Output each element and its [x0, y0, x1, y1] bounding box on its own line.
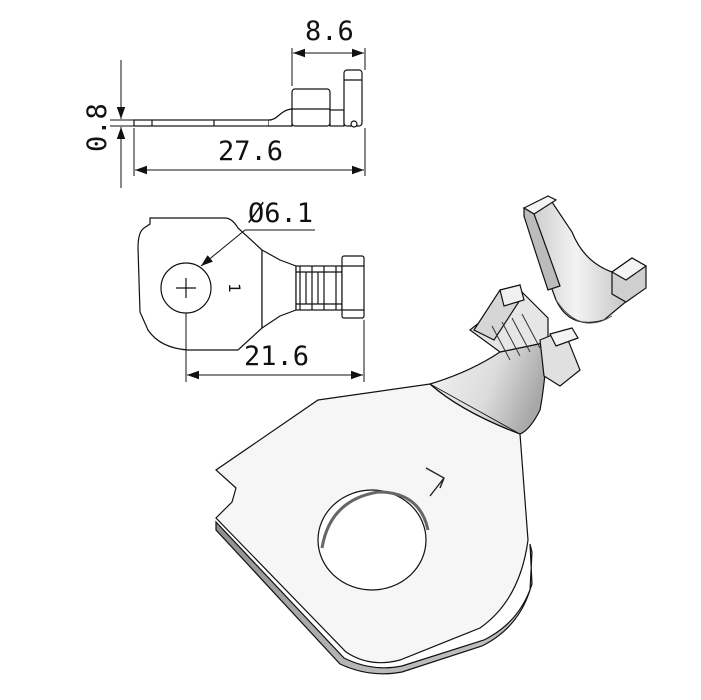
dim-label-height: 8.6 [305, 16, 354, 47]
iso-hole [317, 489, 427, 591]
isometric-view [215, 195, 648, 675]
dim-label-ring-to-end: 21.6 [244, 341, 309, 372]
side-view-tongue [133, 119, 270, 127]
dim-label-hole-diameter: Ø6.1 [248, 198, 313, 229]
top-view-dimensions [185, 229, 365, 382]
dim-label-thickness: 0.8 [82, 103, 113, 152]
top-view [137, 217, 365, 351]
side-view-dimensions [110, 48, 366, 188]
top-view-part-mark: 1 [225, 283, 244, 293]
side-view-barrel [291, 88, 331, 127]
dim-label-length: 27.6 [218, 136, 283, 167]
iso-part-mark [425, 467, 445, 497]
side-view [133, 69, 363, 128]
side-view-rear-ear [343, 69, 363, 127]
